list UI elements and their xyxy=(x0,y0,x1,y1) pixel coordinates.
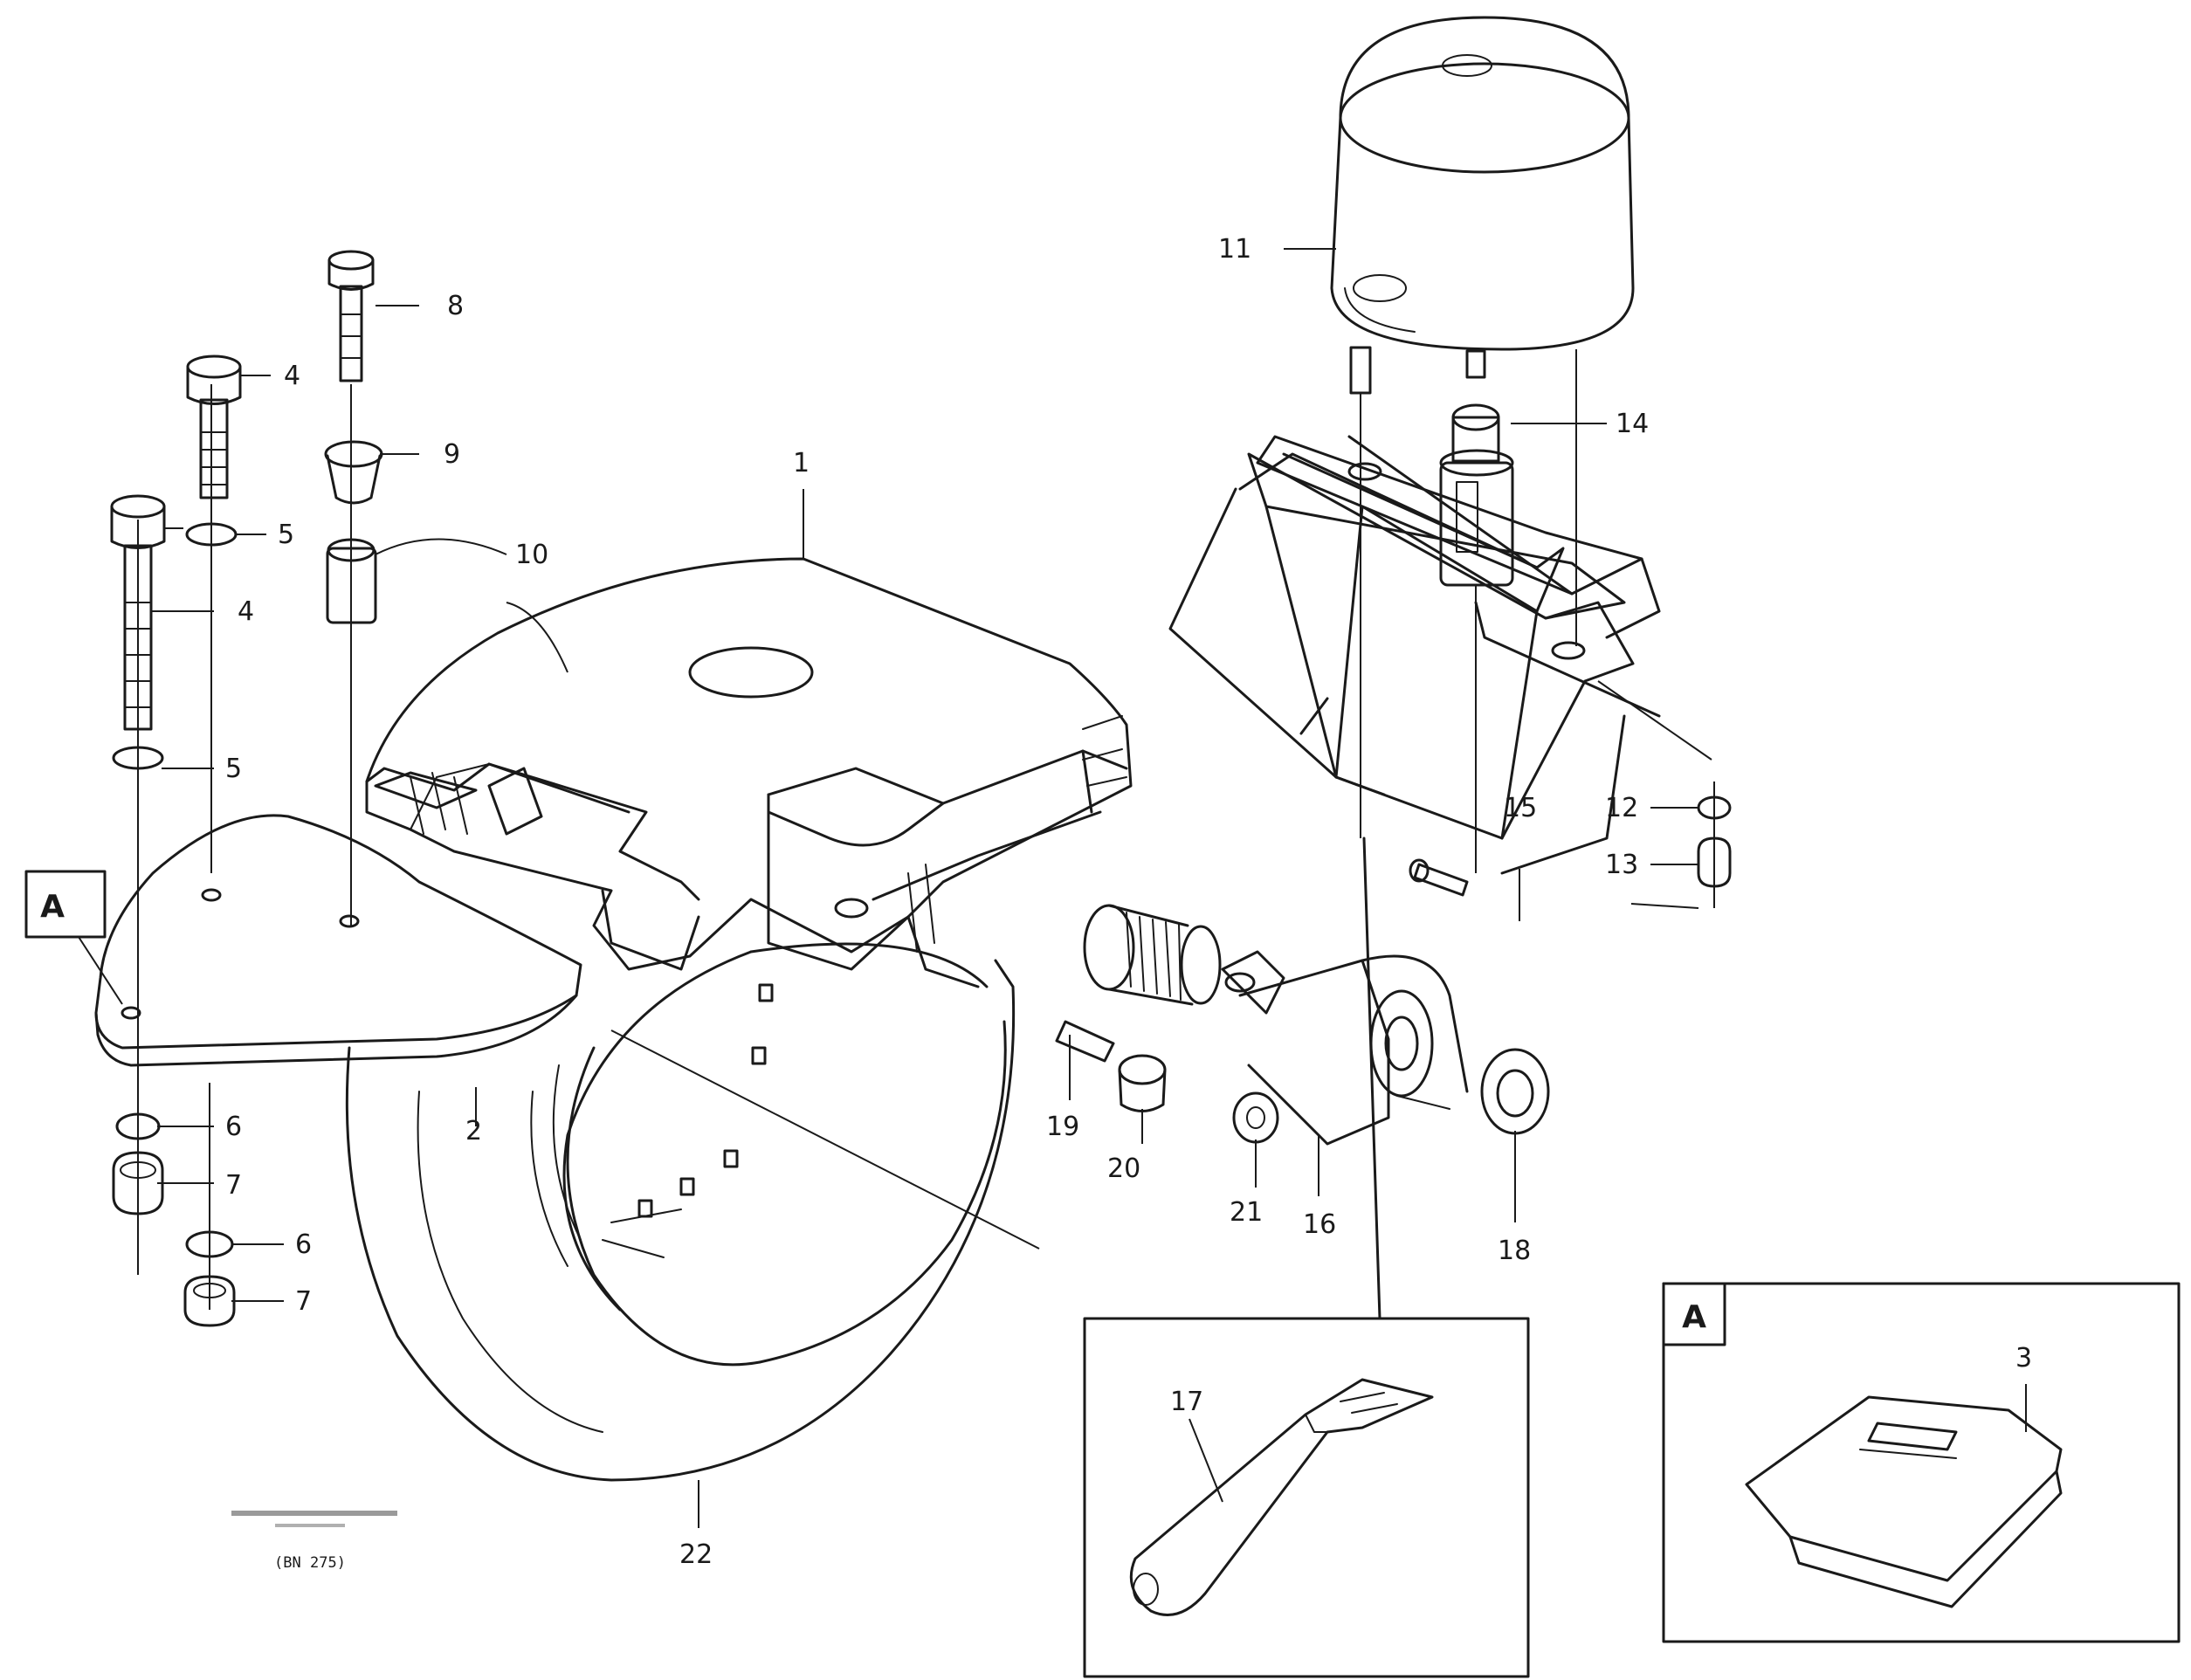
callout-15: 15 xyxy=(1504,793,1537,823)
callout-4-upper: 4 xyxy=(284,361,300,391)
washer-9 xyxy=(324,440,383,505)
detail-box-a xyxy=(1662,1282,2181,1643)
figure-reference-code: (BN 275) xyxy=(274,1554,346,1572)
part-21-roller xyxy=(1232,1091,1279,1144)
bolt-4-middle xyxy=(186,355,242,499)
callout-9: 9 xyxy=(444,439,460,470)
callout-3: 3 xyxy=(2015,1343,2032,1374)
callout-17: 17 xyxy=(1170,1387,1203,1417)
callout-7-b: 7 xyxy=(295,1286,312,1317)
callout-4-lower: 4 xyxy=(238,596,254,627)
part-19-bolt-left xyxy=(1055,1020,1115,1063)
detail-box-17 xyxy=(1083,1317,1530,1678)
callout-20: 20 xyxy=(1107,1153,1140,1184)
callout-8: 8 xyxy=(447,291,464,321)
spring-coupling xyxy=(1083,904,1285,1015)
detail-connector-line xyxy=(1362,837,1381,1320)
illegible-caption-bar-2 xyxy=(275,1524,345,1527)
callout-16: 16 xyxy=(1303,1209,1336,1240)
bolt-8 xyxy=(327,250,375,382)
leader-lines xyxy=(137,248,1715,1310)
tag-a-main-label: A xyxy=(40,889,65,925)
callout-1: 1 xyxy=(793,448,810,479)
callout-6-b: 6 xyxy=(295,1229,312,1260)
figure-reference: (BN 275) xyxy=(231,1511,397,1572)
tag-a-inset-label: A xyxy=(1682,1299,1706,1335)
callout-19: 19 xyxy=(1046,1112,1079,1142)
callout-2: 2 xyxy=(465,1116,482,1146)
support-bracket xyxy=(1168,435,1661,875)
callout-5-lower: 5 xyxy=(225,754,242,784)
part-13-nut xyxy=(1697,837,1732,888)
illegible-caption-bar xyxy=(231,1511,397,1516)
callout-18: 18 xyxy=(1498,1236,1531,1266)
tag-a-main xyxy=(24,870,123,1005)
callout-11: 11 xyxy=(1218,234,1251,265)
part-18-ring xyxy=(1480,1048,1550,1135)
part-3-mounting-plate xyxy=(94,814,582,1067)
callout-12: 12 xyxy=(1605,793,1638,823)
callout-5-upper: 5 xyxy=(278,520,294,550)
part-15-bolt xyxy=(1409,858,1469,897)
callout-21: 21 xyxy=(1230,1197,1263,1228)
part-11-cylinder xyxy=(1330,16,1635,395)
callout-14: 14 xyxy=(1616,409,1649,439)
part-14-bushing xyxy=(1439,403,1607,587)
part-22-drum xyxy=(345,942,1016,1528)
callout-22: 22 xyxy=(679,1539,713,1570)
part-1-frame xyxy=(365,557,1133,988)
part-20-washer xyxy=(1118,1054,1167,1112)
callout-10: 10 xyxy=(515,540,548,570)
callout-labels: 1 2 3 4 4 5 5 6 6 7 7 8 9 10 11 12 13 14… xyxy=(225,234,2032,1570)
callout-7-a: 7 xyxy=(225,1170,242,1201)
part-16-hinge xyxy=(1238,954,1469,1146)
callout-6-a: 6 xyxy=(225,1112,242,1142)
callout-13: 13 xyxy=(1605,850,1638,880)
